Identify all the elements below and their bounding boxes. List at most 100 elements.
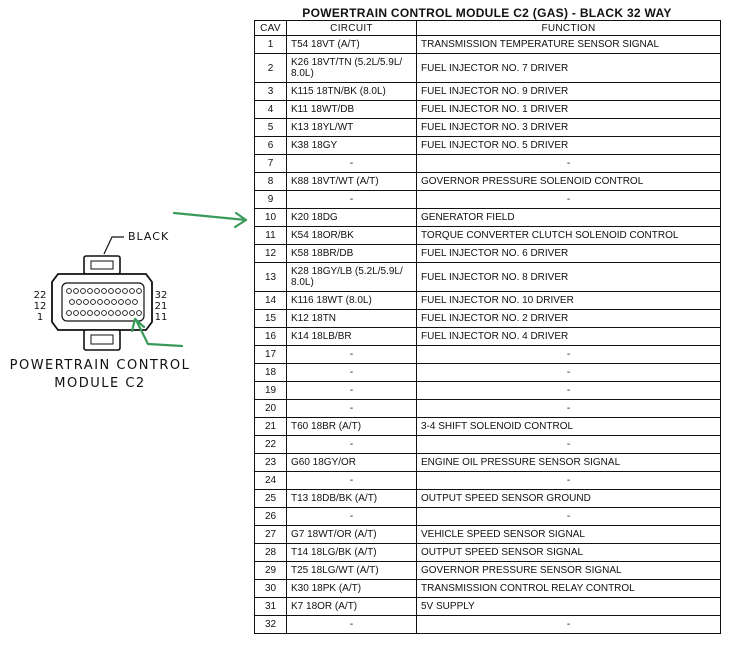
function-cell: TORQUE CONVERTER CLUTCH SOLENOID CONTROL — [416, 226, 721, 245]
function-cell: TRANSMISSION TEMPERATURE SENSOR SIGNAL — [416, 35, 721, 54]
circuit-cell: T25 18LG/WT (A/T) — [286, 561, 417, 580]
connector-pin-pointer-arrow — [130, 317, 184, 348]
cav-cell: 5 — [254, 118, 287, 137]
circuit-cell: K115 18TN/BK (8.0L) — [286, 82, 417, 101]
circuit-cell: - — [286, 615, 417, 634]
function-cell: - — [416, 399, 721, 418]
cav-cell: 8 — [254, 172, 287, 191]
circuit-cell: K7 18OR (A/T) — [286, 597, 417, 616]
circuit-cell: - — [286, 471, 417, 490]
function-cell: 3-4 SHIFT SOLENOID CONTROL — [416, 417, 721, 436]
function-cell: FUEL INJECTOR NO. 5 DRIVER — [416, 136, 721, 155]
function-cell: - — [416, 381, 721, 400]
cav-cell: 12 — [254, 244, 287, 263]
function-cell: FUEL INJECTOR NO. 2 DRIVER — [416, 309, 721, 328]
cav-cell: 22 — [254, 435, 287, 454]
function-cell: ENGINE OIL PRESSURE SENSOR SIGNAL — [416, 453, 721, 472]
cav-cell: 13 — [254, 262, 287, 292]
circuit-cell: - — [286, 399, 417, 418]
connector-caption-line1: POWERTRAIN CONTROL — [9, 358, 191, 373]
table-row: 20-- — [254, 399, 721, 418]
circuit-cell: K88 18VT/WT (A/T) — [286, 172, 417, 191]
pin-labels-right: 32 21 11 — [149, 290, 173, 323]
function-cell: - — [416, 471, 721, 490]
cav-cell: 14 — [254, 291, 287, 310]
cav-cell: 26 — [254, 507, 287, 526]
circuit-cell: G60 18GY/OR — [286, 453, 417, 472]
circuit-cell: K28 18GY/LB (5.2L/5.9L/ 8.0L) — [286, 262, 417, 292]
cav-cell: 6 — [254, 136, 287, 155]
connector-caption-line2: MODULE C2 — [54, 376, 146, 391]
circuit-cell: K54 18OR/BK — [286, 226, 417, 245]
cav-cell: 23 — [254, 453, 287, 472]
table-header-row: CAV CIRCUIT FUNCTION — [254, 20, 721, 36]
circuit-cell: K116 18WT (8.0L) — [286, 291, 417, 310]
function-cell: FUEL INJECTOR NO. 6 DRIVER — [416, 244, 721, 263]
circuit-cell: - — [286, 435, 417, 454]
cav-cell: 25 — [254, 489, 287, 508]
circuit-cell: T60 18BR (A/T) — [286, 417, 417, 436]
circuit-cell: K20 18DG — [286, 208, 417, 227]
cav-cell: 32 — [254, 615, 287, 634]
function-cell: VEHICLE SPEED SENSOR SIGNAL — [416, 525, 721, 544]
circuit-cell: G7 18WT/OR (A/T) — [286, 525, 417, 544]
function-cell: 5V SUPPLY — [416, 597, 721, 616]
cav-cell: 11 — [254, 226, 287, 245]
cav-cell: 27 — [254, 525, 287, 544]
pin-label-11: 11 — [154, 312, 168, 323]
function-cell: FUEL INJECTOR NO. 8 DRIVER — [416, 262, 721, 292]
circuit-cell: - — [286, 190, 417, 209]
header-circuit: CIRCUIT — [286, 20, 417, 36]
circuit-cell: K14 18LB/BR — [286, 327, 417, 346]
function-cell: - — [416, 345, 721, 364]
table-row: 26-- — [254, 507, 721, 526]
cav-cell: 21 — [254, 417, 287, 436]
pin-label-22: 22 — [33, 290, 47, 301]
function-cell: FUEL INJECTOR NO. 10 DRIVER — [416, 291, 721, 310]
header-cav: CAV — [254, 20, 287, 36]
circuit-cell: T14 18LG/BK (A/T) — [286, 543, 417, 562]
circuit-cell: K13 18YL/WT — [286, 118, 417, 137]
circuit-cell: K11 18WT/DB — [286, 100, 417, 119]
circuit-cell: - — [286, 363, 417, 382]
cav-cell: 1 — [254, 35, 287, 54]
cav-cell: 9 — [254, 190, 287, 209]
table-row: 9-- — [254, 190, 721, 209]
cav-cell: 28 — [254, 543, 287, 562]
table-row: 24-- — [254, 471, 721, 490]
circuit-cell: K58 18BR/DB — [286, 244, 417, 263]
function-cell: - — [416, 154, 721, 173]
function-cell: - — [416, 435, 721, 454]
table-row: 18-- — [254, 363, 721, 382]
function-cell: FUEL INJECTOR NO. 7 DRIVER — [416, 53, 721, 83]
circuit-cell: - — [286, 381, 417, 400]
cav-cell: 18 — [254, 363, 287, 382]
circuit-cell: - — [286, 507, 417, 526]
circuit-cell: K38 18GY — [286, 136, 417, 155]
function-cell: GOVERNOR PRESSURE SOLENOID CONTROL — [416, 172, 721, 191]
circuit-cell: K26 18VT/TN (5.2L/5.9L/ 8.0L) — [286, 53, 417, 83]
cav-cell: 20 — [254, 399, 287, 418]
table-title: POWERTRAIN CONTROL MODULE C2 (GAS) - BLA… — [302, 6, 672, 20]
function-cell: FUEL INJECTOR NO. 3 DRIVER — [416, 118, 721, 137]
pin-label-1: 1 — [36, 312, 44, 323]
